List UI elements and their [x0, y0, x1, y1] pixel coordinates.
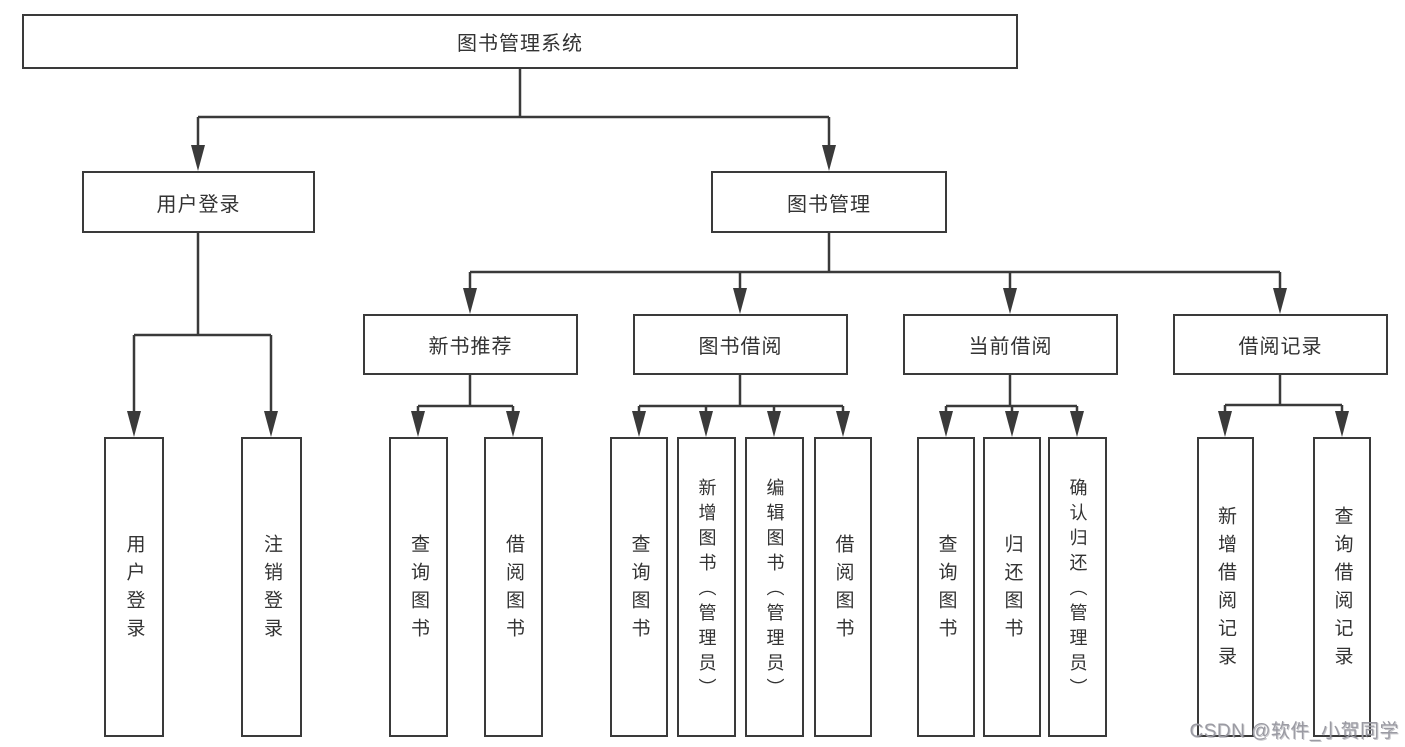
leaf-user-login: 用户登录 — [104, 437, 164, 737]
leaf-query-books-recommend: 查询图书 — [389, 437, 448, 737]
node-book-borrow: 图书借阅 — [633, 314, 848, 375]
node-current-borrow: 当前借阅 — [903, 314, 1118, 375]
leaf-add-books-admin: 新增图书（管理员） — [677, 437, 736, 737]
leaf-add-borrow-record: 新增借阅记录 — [1197, 437, 1254, 737]
leaf-query-borrow-record: 查询借阅记录 — [1313, 437, 1371, 737]
leaf-logout: 注销登录 — [241, 437, 302, 737]
leaf-query-books-current: 查询图书 — [917, 437, 975, 737]
leaf-confirm-return-admin: 确认归还（管理员） — [1048, 437, 1107, 737]
node-book-management: 图书管理 — [711, 171, 947, 233]
arrowheads — [127, 145, 1349, 437]
leaf-borrow-books-recommend: 借阅图书 — [484, 437, 543, 737]
leaf-return-books: 归还图书 — [983, 437, 1041, 737]
leaf-query-books-borrow: 查询图书 — [610, 437, 668, 737]
csdn-watermark: CSDN @软件_小贺同学 — [1189, 721, 1399, 742]
node-user-login: 用户登录 — [82, 171, 315, 233]
leaf-edit-books-admin: 编辑图书（管理员） — [745, 437, 804, 737]
node-new-book-recommend: 新书推荐 — [363, 314, 578, 375]
node-borrow-records: 借阅记录 — [1173, 314, 1388, 375]
node-library-management-system: 图书管理系统 — [22, 14, 1018, 69]
leaf-borrow-books: 借阅图书 — [814, 437, 872, 737]
